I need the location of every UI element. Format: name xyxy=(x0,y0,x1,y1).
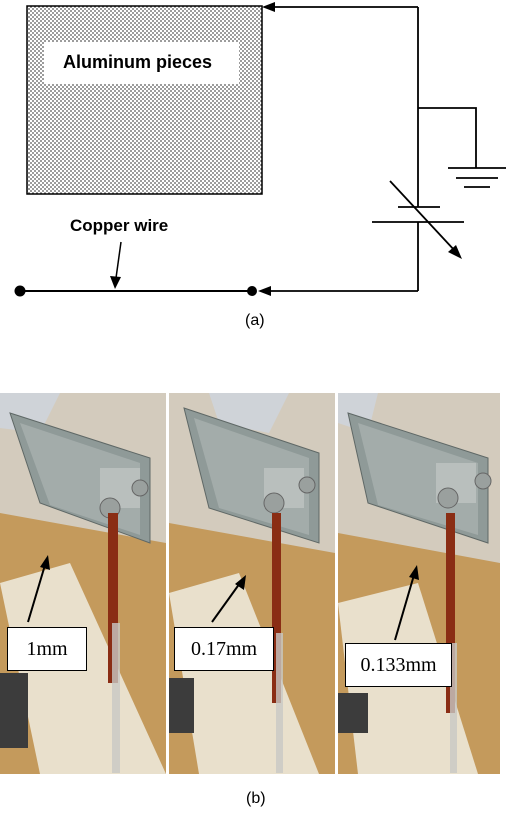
arrow-to-electrode xyxy=(258,286,271,296)
copper-pointer xyxy=(115,241,122,279)
aluminum-pieces-label: Aluminum pieces xyxy=(63,52,213,72)
variable-arrow-head xyxy=(448,245,462,259)
copper-wire-label: Copper wire xyxy=(70,216,169,235)
circuit-diagram xyxy=(14,2,506,297)
ground-wire xyxy=(418,107,477,168)
copper-pointer-head xyxy=(110,276,121,289)
gap-label-1mm: 1mm xyxy=(7,627,87,671)
aluminum-label-bg xyxy=(44,42,239,84)
aluminum-block xyxy=(26,5,263,195)
caption-a: (a) xyxy=(245,312,265,329)
arrow-to-block xyxy=(262,2,275,12)
variable-arrow-line xyxy=(389,180,457,253)
copper-wire-end xyxy=(14,285,26,297)
gap-label-0-17mm: 0.17mm xyxy=(174,627,274,671)
electrode-dot xyxy=(247,286,257,296)
gap-label-0-133mm: 0.133mm xyxy=(345,643,452,687)
caption-b: (b) xyxy=(246,790,266,807)
